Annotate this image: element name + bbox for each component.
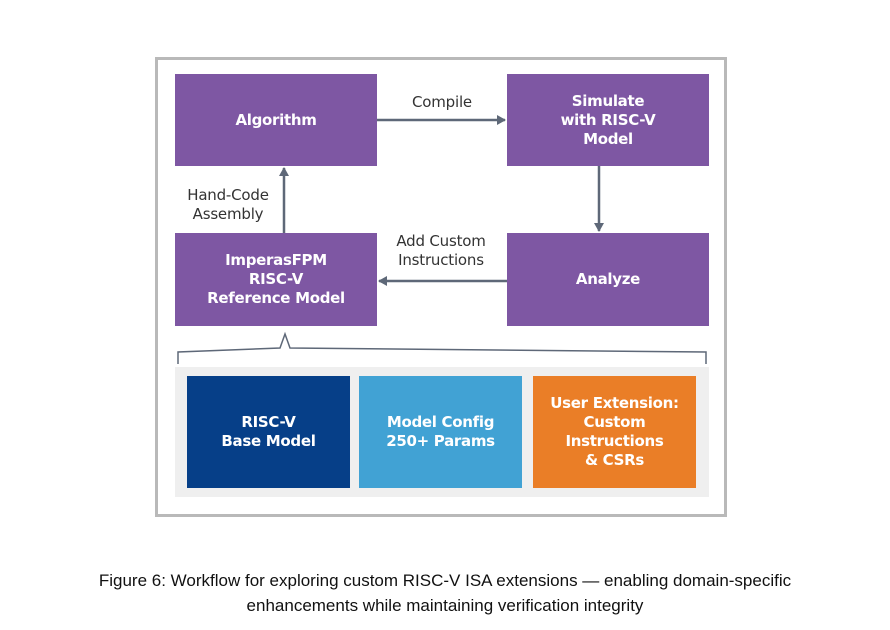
edge-label-hand-code: Hand-Code Assembly [187,186,269,223]
figure-caption: Figure 6: Workflow for exploring custom … [98,571,792,615]
node-simulate: Simulate with RISC-V Model [507,74,709,166]
edge-label-add-custom: Add Custom Instructions [396,232,486,269]
node-reference-model: ImperasFPM RISC-V Reference Model [175,233,377,326]
node-algorithm: Algorithm [175,74,377,166]
component-base-model: RISC-V Base Model [187,376,350,488]
component-model-config: Model Config 250+ Params [359,376,522,488]
node-analyze: Analyze [507,233,709,326]
edge-label-compile: Compile [412,93,472,111]
bracket-components [177,331,707,364]
component-user-extension: User Extension: Custom Instructions & CS… [533,376,696,488]
